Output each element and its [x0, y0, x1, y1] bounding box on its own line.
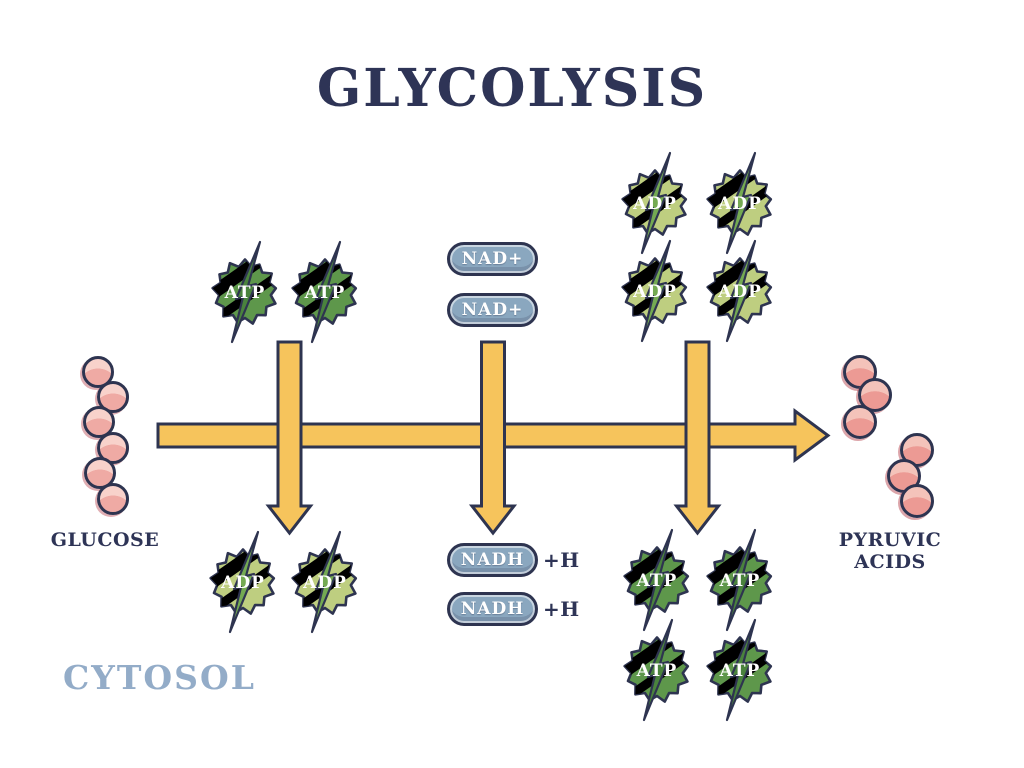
glucose-subunit-icon	[97, 483, 129, 515]
adp-molecule-icon: ADP	[291, 530, 358, 634]
pyruvic-acids-label: PYRUVIC ACIDS	[838, 529, 942, 573]
svg-text:ADP: ADP	[717, 282, 762, 302]
svg-text:ATP: ATP	[636, 661, 678, 681]
step3-down-arrow-icon	[673, 340, 722, 536]
svg-text:ADP: ADP	[632, 282, 677, 302]
step1-down-arrow-icon	[265, 340, 314, 536]
adp-molecule-icon: ADP	[621, 151, 688, 255]
adp-molecule-icon: ADP	[621, 239, 688, 343]
diagram-title: GLYCOLYSIS	[316, 58, 708, 119]
nad-label: NAD+	[461, 300, 524, 320]
atp-molecule-icon: ATP	[623, 528, 690, 632]
atp-molecule-icon: ATP	[291, 240, 358, 344]
pyruvate-subunit-icon	[843, 405, 877, 439]
adp-molecule-icon: ADP	[706, 151, 773, 255]
pyruvate-subunit-icon	[900, 484, 934, 518]
nad-capsule: NAD+	[447, 242, 538, 276]
adp-molecule-icon: ADP	[209, 530, 276, 634]
svg-text:ATP: ATP	[304, 283, 346, 303]
svg-text:ADP: ADP	[632, 194, 677, 214]
cytosol-label: CYTOSOL	[63, 658, 256, 697]
nadh-label: NADH	[460, 599, 525, 619]
glucose-subunit-icon	[82, 356, 114, 388]
atp-molecule-icon: ATP	[211, 240, 278, 344]
glucose-label: GLUCOSE	[50, 529, 160, 551]
atp-molecule-icon: ATP	[706, 618, 773, 722]
svg-text:ADP: ADP	[220, 573, 265, 593]
plus-h-label: +H	[543, 597, 580, 621]
nadh-capsule: NADH	[447, 592, 538, 626]
glucose-subunit-icon	[83, 406, 115, 438]
svg-text:ATP: ATP	[636, 571, 678, 591]
svg-text:ADP: ADP	[302, 573, 347, 593]
nadh-label: NADH	[460, 550, 525, 570]
atp-molecule-icon: ATP	[706, 528, 773, 632]
step2-down-arrow-icon	[468, 340, 518, 536]
nadh-capsule: NADH	[447, 543, 538, 577]
svg-text:ATP: ATP	[719, 571, 761, 591]
adp-molecule-icon: ADP	[706, 239, 773, 343]
nad-capsule: NAD+	[447, 293, 538, 327]
svg-text:ATP: ATP	[224, 283, 266, 303]
svg-text:ADP: ADP	[717, 194, 762, 214]
plus-h-label: +H	[543, 548, 580, 572]
svg-text:ATP: ATP	[719, 661, 761, 681]
nad-label: NAD+	[461, 249, 524, 269]
atp-molecule-icon: ATP	[623, 618, 690, 722]
